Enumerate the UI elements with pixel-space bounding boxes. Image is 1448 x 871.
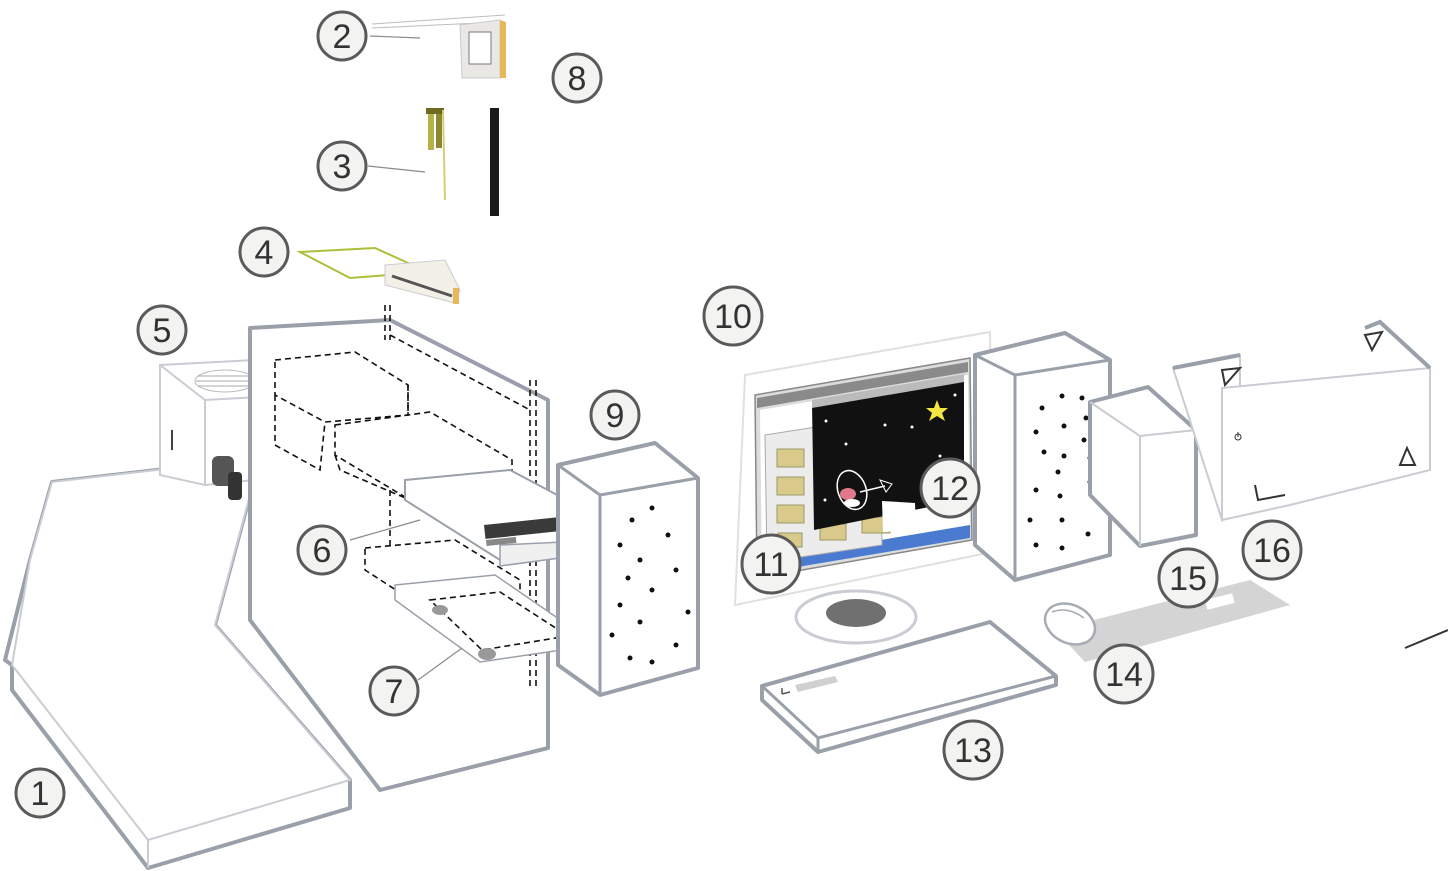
leader-lines xyxy=(349,35,463,681)
callout-13-label: 13 xyxy=(954,732,992,770)
callout-11: 11 xyxy=(740,533,802,595)
callout-7: 7 xyxy=(368,665,420,717)
callout-9: 9 xyxy=(589,389,641,441)
callout-6: 6 xyxy=(296,524,348,576)
callout-12-label: 12 xyxy=(931,470,969,508)
callout-16-label: 16 xyxy=(1253,532,1291,570)
callout-1: 1 xyxy=(14,767,66,819)
callout-13: 13 xyxy=(942,719,1004,781)
callout-16: 16 xyxy=(1241,519,1303,581)
callout-14: 14 xyxy=(1093,643,1155,705)
mouse-pad xyxy=(794,589,918,645)
speaker-left xyxy=(556,441,700,697)
callout-9-label: 9 xyxy=(606,397,625,435)
callout-7-label: 7 xyxy=(385,673,404,711)
base-station-box xyxy=(1088,385,1198,548)
callout-14-label: 14 xyxy=(1105,656,1143,694)
callout-8: 8 xyxy=(551,52,603,104)
callout-5-label: 5 xyxy=(153,312,172,350)
callout-10-label: 10 xyxy=(714,298,752,336)
callout-1-label: 1 xyxy=(31,775,50,813)
callout-15-label: 15 xyxy=(1169,560,1207,598)
fan-grille xyxy=(194,369,256,393)
callout-8-label: 8 xyxy=(568,60,587,98)
processor-chip xyxy=(371,14,506,79)
desk-base-slab xyxy=(3,456,352,870)
power-connector xyxy=(171,430,242,500)
expansion-card xyxy=(296,246,461,304)
hub-cube xyxy=(1171,319,1448,649)
keyboard xyxy=(760,620,1058,754)
callout-11-label: 11 xyxy=(753,546,788,584)
callout-4-label: 4 xyxy=(255,234,274,272)
memory-modules xyxy=(426,108,499,216)
callout-2-label: 2 xyxy=(333,18,352,56)
callout-3-label: 3 xyxy=(333,148,352,186)
callout-6-label: 6 xyxy=(313,532,332,570)
callout-10: 10 xyxy=(702,285,764,347)
speaker-left-holes xyxy=(609,505,691,665)
callout-4: 4 xyxy=(238,226,290,278)
callout-15: 15 xyxy=(1157,547,1219,609)
callout-2: 2 xyxy=(316,10,368,62)
mouse xyxy=(1043,580,1290,662)
callout-3: 3 xyxy=(316,140,368,192)
callout-5: 5 xyxy=(136,304,188,356)
monitor xyxy=(733,330,994,607)
drive-bay-outline-lower xyxy=(364,490,521,613)
callout-12: 12 xyxy=(919,457,981,519)
